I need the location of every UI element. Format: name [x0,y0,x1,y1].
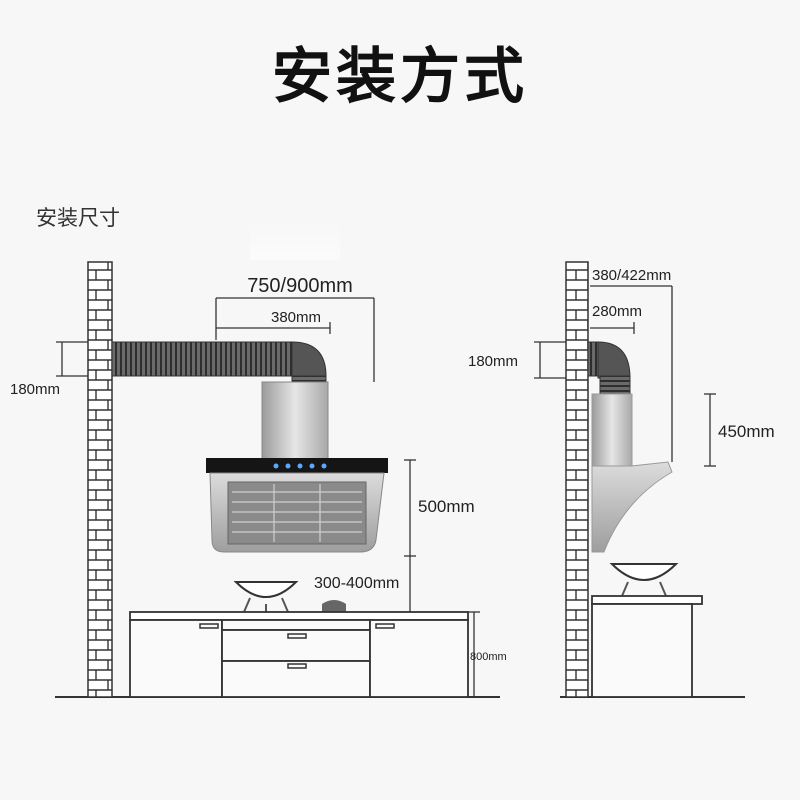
cabinet-handles [199,623,395,669]
label-chimney-height: 450mm [718,422,775,441]
dim-cabinet-height [468,611,480,697]
control-button-2 [285,463,291,469]
label-width: 750/900mm [247,275,353,297]
side-wok [609,563,679,581]
front-cabinet-drawer-2 [221,660,371,698]
front-duct-elbow [291,341,327,377]
front-countertop [129,611,469,621]
front-cabinet-right [369,619,469,698]
label-cabinet-height: 800mm [470,651,507,663]
side-countertop [591,595,703,605]
control-button-5 [321,463,327,469]
highlight-glow [250,220,340,260]
side-pan-support [621,581,667,597]
label-side-duct: 280mm [592,303,642,320]
label-hood-height: 500mm [418,497,475,516]
side-chimney-cover [591,393,633,467]
side-cabinet [591,603,693,698]
side-duct-elbow [597,341,631,379]
filter-slats [232,484,362,542]
dim-duct-height [56,341,88,377]
control-buttons [273,463,327,469]
label-pan-gap: 300-400mm [314,575,399,592]
front-cabinet-left [129,619,223,698]
side-duct-drop [599,375,631,395]
label-duct-length: 380mm [271,309,321,326]
front-brick-wall [87,261,113,698]
front-burner [322,600,346,612]
dim-chimney-height [704,393,716,467]
side-brick-wall [565,261,589,698]
label-side-depth: 380/422mm [592,267,671,284]
side-exhaust-duct [587,341,599,377]
dim-side-depth [590,285,673,462]
section-subtitle: 安装尺寸 [36,206,120,230]
dim-width [215,297,375,382]
front-view: 750/900mm 380mm 180mm 500mm [10,261,507,698]
front-cabinet-top-drawer [221,619,371,631]
front-exhaust-duct [111,341,293,377]
side-view: 380/422mm 280mm 180mm 450mm [468,261,775,698]
control-button-3 [297,463,303,469]
control-button-4 [309,463,315,469]
label-duct-height: 180mm [10,381,60,398]
dim-side-duct-height [534,341,566,379]
label-side-duct-height: 180mm [468,353,518,370]
front-wok [233,581,299,598]
side-hood-profile [591,461,673,553]
front-pan-support [243,597,289,613]
page-title: 安装方式 [272,42,528,112]
front-chimney-cover [261,381,329,461]
front-grease-filter [227,481,367,545]
dim-side-duct [590,322,635,334]
control-button-1 [273,463,279,469]
front-control-panel [206,458,388,473]
dim-duct-length [216,322,331,334]
dim-hood-height [404,459,416,557]
